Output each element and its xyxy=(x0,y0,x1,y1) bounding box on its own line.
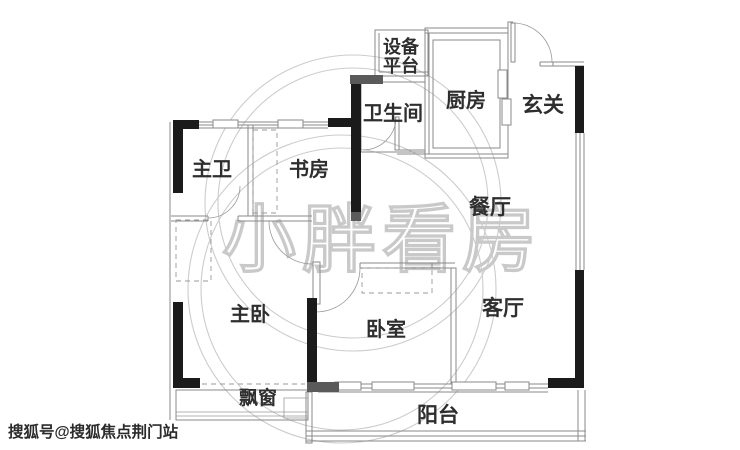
label-master-bedroom: 主卧 xyxy=(230,302,270,326)
label-kitchen: 厨房 xyxy=(446,88,486,112)
label-equipment-platform-2: 平台 xyxy=(383,55,419,76)
label-study: 书房 xyxy=(289,157,329,181)
walls xyxy=(173,66,584,390)
dashed-furniture xyxy=(175,129,433,385)
walls-gray xyxy=(307,75,383,392)
label-balcony: 阳台 xyxy=(417,403,459,427)
label-entry: 玄关 xyxy=(522,93,564,117)
thin-lines xyxy=(169,21,586,444)
label-dining: 餐厅 xyxy=(469,195,511,219)
footer-watermark: 搜狐号@搜狐焦点荆门站 xyxy=(8,422,179,441)
label-bay-window: 飘窗 xyxy=(239,386,277,409)
label-equipment-platform-1: 设备 xyxy=(383,36,420,57)
room-labels: 设备 平台 厨房 玄关 卫生间 书房 主卫 餐厅 主卧 卧室 客厅 飘窗 阳台 xyxy=(192,36,564,427)
label-bathroom: 卫生间 xyxy=(363,102,423,125)
label-living-room: 客厅 xyxy=(482,296,524,320)
watermark-rings xyxy=(187,54,502,444)
label-bedroom: 卧室 xyxy=(366,317,406,341)
label-master-bathroom: 主卫 xyxy=(192,157,232,181)
